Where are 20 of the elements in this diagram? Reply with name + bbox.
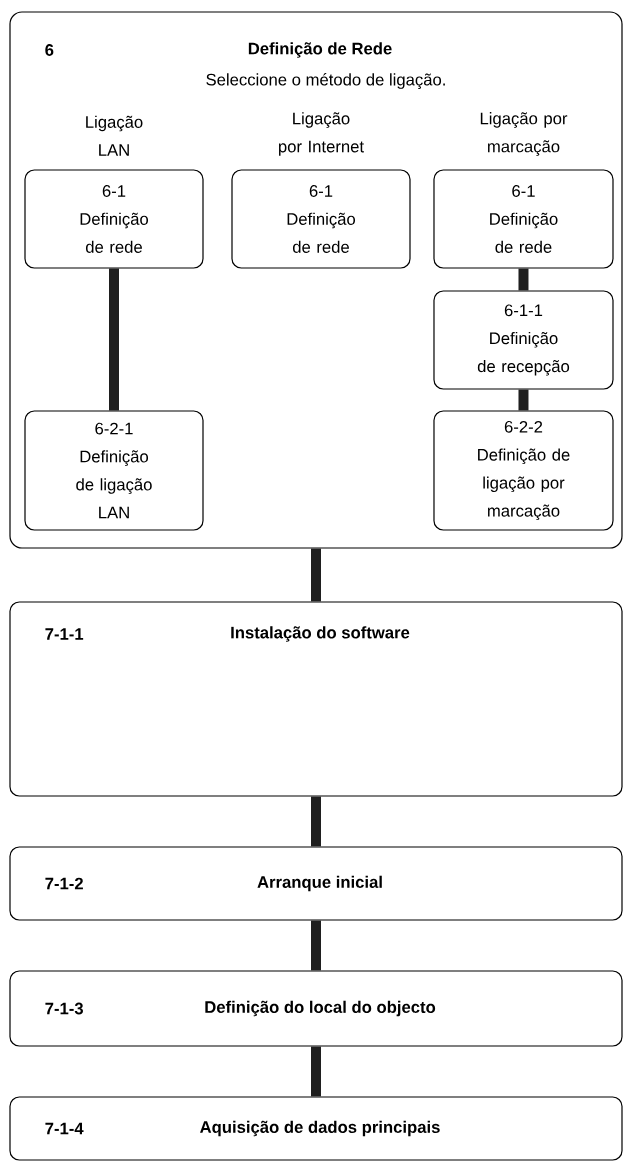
connector-line <box>518 268 529 291</box>
step-box: 6-1 Definição de rede <box>24 169 204 269</box>
column-heading: Ligação por Internet <box>279 112 364 156</box>
connector-line <box>311 548 321 602</box>
step-box: 7-1-2 Arranque inicial <box>9 846 623 921</box>
connector-line <box>311 796 321 847</box>
step-box: 6-1 Definição de rede <box>231 169 411 269</box>
column-heading: Ligação LAN <box>86 115 143 156</box>
step-box: 6-1-1 Definição de recepção <box>433 290 614 390</box>
step-box: 6-2-1 Definição de ligação LAN <box>24 410 204 531</box>
step-box: 7-1-1 Instalação do software <box>9 601 623 797</box>
step-box: 6-2-2 Definição de ligação por marcação <box>433 410 614 531</box>
connector-line <box>109 268 119 411</box>
column-heading: Ligação por marcação <box>480 112 568 156</box>
step-box: 7-1-3 Definição do local do objecto <box>9 970 623 1047</box>
connector-line <box>518 389 529 411</box>
step-box: 6-1 Definição de rede <box>433 169 614 269</box>
connector-line <box>311 920 321 971</box>
connector-line <box>311 1046 321 1097</box>
step-box: 7-1-4 Aquisição de dados principais <box>9 1096 623 1161</box>
